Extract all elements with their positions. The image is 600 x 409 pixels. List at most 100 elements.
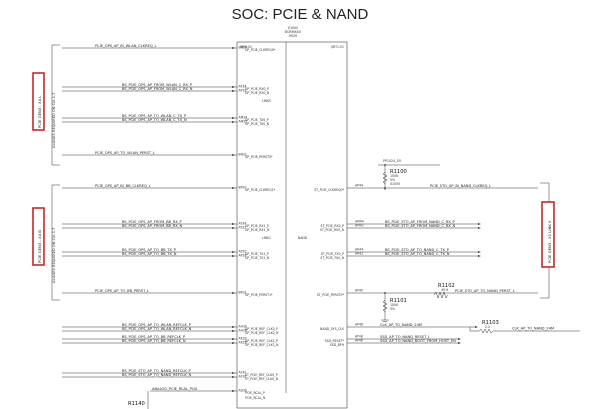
pin-arrow [232, 223, 235, 225]
chip-pkg: MCM [289, 34, 297, 38]
chip-ball-id: AM34 [239, 116, 248, 120]
pin-arrow [478, 227, 481, 229]
soc-chip-symbol: U1000 BGRMXXX MCM SYM 7 OF 16 SMH-02 JWT… [236, 26, 364, 409]
junction-dot [384, 292, 386, 294]
net-label: BS_PCIE_OPS_AP_TO_BB_TX_P [122, 248, 177, 252]
alias-note-bb: ALIASES REQUIRED ON CIA 1.7 [52, 228, 56, 283]
chip-ball-id: AT32 [239, 226, 247, 230]
power-net-label: PP1V24_SO [383, 159, 402, 163]
right-net-group: PCIE_STO_AP_BI_NAND_CLKREQ_L BS_PCIE_STO_… [347, 164, 580, 344]
net-label: PCIE_OPS_AP_TO_WLAN_PERST_L [95, 151, 155, 155]
pin-arrow [232, 187, 235, 189]
chip-ball-id: AF28 [239, 375, 247, 379]
left-annotation-1: PCIE GEN3 - X4 L ALIASES REQUIRED ON CIA… [32, 44, 60, 166]
net-label: PCIE_OPS_AP_BI_WLAN_CLKREQ_L [95, 44, 156, 48]
chip-pin-label: GP_PCIE_RX0_N [245, 91, 270, 95]
net-label: BS_PCIE_OPS_AP_TO_WLAN_REFCLK_N [122, 327, 192, 331]
chip-pin-label: PCIE_RCAL_P [245, 391, 265, 395]
resistor-value: 100K [390, 303, 399, 307]
chip-pin-label: SSD_RESET* [325, 339, 345, 343]
link-label-wlan: PCIE GEN3 - X4 L [37, 95, 42, 128]
resistor-r1102: R1102 49.9 [433, 283, 455, 299]
net-label: BS_PCIE_OPS_AP_FROM_WLAN_C_RX_N [122, 87, 193, 91]
chip-ball-id: AP28 [239, 254, 247, 258]
chip-right-header: JWT1-01 [330, 45, 344, 49]
chip-ball-id: AK42 [355, 252, 363, 256]
chip-pin-label: ST_PCIE_PERST0* [317, 293, 345, 297]
right-annotation: PCIE GEN3 - X1 LINK 0 [540, 182, 555, 299]
chip-inner-label-links: LINKS [262, 99, 271, 103]
resistor-value: 49.9 [441, 288, 448, 292]
chip-pin-label: SSD_BFH [330, 343, 345, 347]
net-label: BS_PCIE_OPS_AP_FROM_BB_RX_P [122, 220, 183, 224]
pin-arrow [232, 372, 235, 374]
chip-ball-id: BP30 [239, 186, 247, 190]
chip-ball-id: AK28 [239, 341, 247, 345]
resistor-size: 01005 [390, 182, 400, 186]
chip-pin-label: GP_PCIE_REF_CLK1_P [245, 339, 278, 343]
chip-ball-id: AP32 [239, 89, 247, 93]
net-label: BS_PCIE_STO_AP_FROM_NAND_C_RX_P [385, 220, 456, 224]
chip-ball-id: AP40 [355, 289, 363, 293]
net-label: SSD_AP_TO_NAND_BOOT_FROM_HOST_EN [380, 339, 456, 343]
chip-pin-label: GP_PCIE_PERST1* [245, 293, 273, 297]
pin-arrow [232, 338, 235, 340]
chip-pin-label: ST_PCIE_TX0_P [321, 252, 344, 256]
pin-arrow [232, 227, 235, 229]
page-title: SOC: PCIE & NAND [232, 6, 369, 23]
pin-arrow [232, 292, 235, 294]
chip-ball-id: AT48 [355, 335, 363, 339]
net-label: PCIE_OPS_AP_TO_BB_PERST_L [95, 289, 149, 293]
chip-ball-id: AH30 [239, 325, 247, 329]
chip-pin-label: GP_PCIE_PERST0* [245, 155, 273, 159]
pin-arrow [232, 47, 235, 49]
chip-ball-id: AM42 [355, 224, 364, 228]
net-label: PCIE_STO_AP_TO_NAND_PERST_L [455, 289, 515, 293]
chip-pin-label: GP_PCIE_REF_CLK0_N [245, 331, 279, 335]
net-label: BS_PCIE_OPS_AP_FROM_BB_RX_N [122, 224, 183, 228]
chip-pin-label: ST_PCIE_REF_CLK0_P [245, 373, 278, 377]
chip-pin-label: GP_PCIE_TX1_P [245, 252, 269, 256]
chip-pin-label: GP_PCIE_REF_CLK0_P [245, 327, 278, 331]
chip-ball-id: BR31 [239, 291, 247, 295]
red-highlight-box [32, 207, 45, 266]
left-net-group: PCIE_OPS_AP_BI_WLAN_CLKREQ_L BS_PCIE_OPS_… [62, 44, 237, 395]
chip-ball-id: AT34 [239, 222, 247, 226]
chip-pin-label: GP_PCIE_TX1_N [245, 256, 270, 260]
chip-pin-label: ST_PCIE_REF_CLK0_N [245, 377, 279, 381]
chip-pin-label: GP_PCIE_RX1_N [245, 228, 270, 232]
chip-pin-label: PCIE_RCAL_N [245, 396, 266, 400]
net-label: BS_PCIE_OPS_AP_TO_BB_REFCLK_N [122, 339, 186, 343]
chip-pin-label: GP_PCIE_RX1_P [245, 224, 269, 228]
link-label-bb: PCIE GEN3 - X4 B [37, 230, 42, 263]
net-label: SSD_AP_TO_NAND_RESET_L [380, 335, 430, 339]
chip-pin-label: GP_PCIE_CLKREQ1* [245, 188, 276, 192]
pin-arrow [232, 251, 235, 253]
pin-arrow [232, 330, 235, 332]
net-label: BS_PCIE_STO_AP_TO_NAND_C_TX_N [385, 252, 450, 256]
chip-pin-label: ST_PCIE_RX0_N [320, 228, 345, 232]
net-label: BS_PCIE_OPS_AP_FROM_WLAN_C_RX_P [122, 83, 193, 87]
link-label-nand: PCIE GEN3 - X1 LINK 0 [547, 220, 552, 263]
chip-ball-id: AP44 [355, 184, 363, 188]
resistor-value: 100K [390, 174, 399, 178]
chip-pin-label: ST_PCIE_RX0_P [321, 224, 345, 228]
pin-arrow [458, 338, 461, 340]
resistor-ref: R1140 [128, 401, 145, 407]
chip-ball-id: AP48 [355, 323, 363, 327]
resistor-r1103: R1103 2.2 [478, 320, 499, 334]
net-label: BS_PCIE_STO_AP_TO_NAND_REFCLK_N [122, 373, 192, 377]
chip-ball-id: AF30 [239, 371, 247, 375]
chip-inner-label-nand: NAND [298, 236, 308, 240]
resistor-ref: R1100 [390, 169, 407, 175]
left-annotation-2: PCIE GEN3 - X4 B ALIASES REQUIRED ON CIA… [32, 184, 60, 301]
pin-arrow [478, 223, 481, 225]
net-label: BS_PCIE_OPS_AP_TO_BB_REFCLK_P [122, 335, 186, 339]
pin-arrow [232, 154, 235, 156]
net-label: PCIE_STO_AP_BI_NAND_CLKREQ_L [430, 184, 491, 188]
pin-arrow [232, 90, 235, 92]
chip-ball-id: AP34 [239, 85, 247, 89]
net-label: BS_PCIE_STO_AP_FROM_NAND_C_RX_N [385, 224, 456, 228]
alias-note-wlan: ALIASES REQUIRED ON CIA 1.7 [52, 93, 56, 148]
